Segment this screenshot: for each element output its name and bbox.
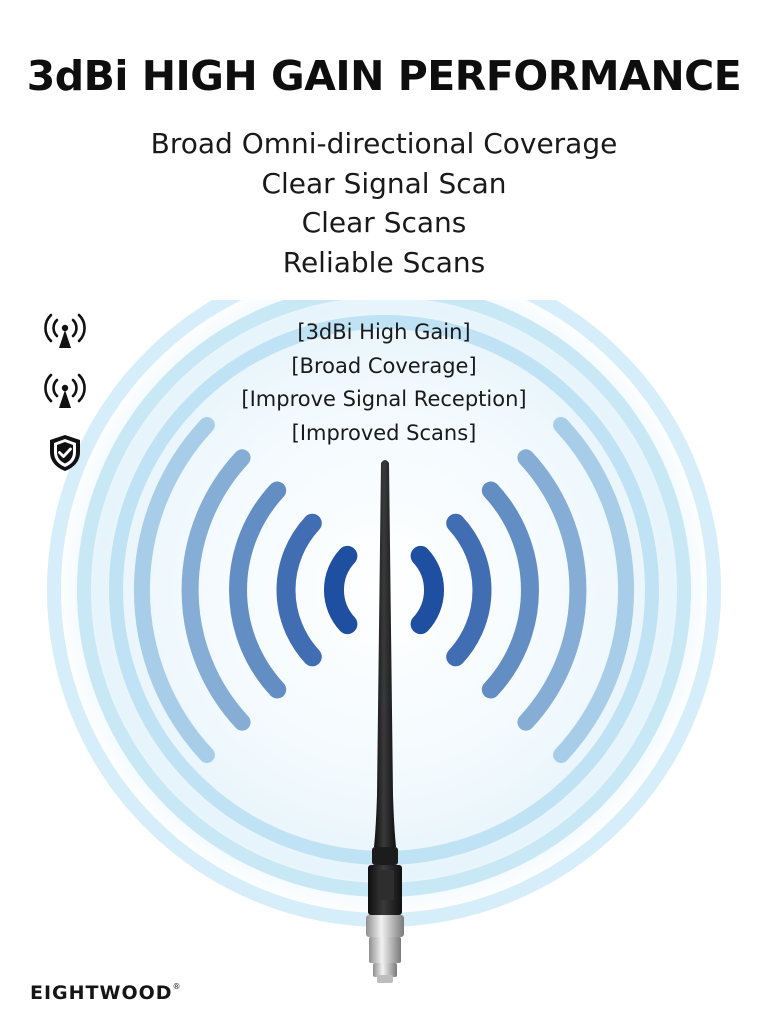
signal-arc-left [276,513,322,667]
registered-mark: ® [172,982,182,991]
feature-line: Reliable Scans [282,245,486,279]
signal-arc-right [553,417,634,763]
signal-arc-left [324,545,358,635]
signal-arc-right [481,481,539,699]
tag-line: [Broad Coverage] [291,353,477,378]
antenna-image [366,460,404,983]
signal-arc-left [181,449,251,731]
signal-arc-right [410,545,444,635]
signal-arc-left [229,481,287,699]
signal-arc-left [134,417,215,763]
tag-line: [Improve Signal Reception] [241,387,527,411]
antenna-signal-icon [44,313,86,348]
feature-line: Broad Omni-directional Coverage [150,127,618,160]
feature-list: Broad Omni-directional Coverage Clear Si… [0,124,768,282]
shield-check-icon [50,435,80,471]
signal-arc-right [517,449,587,731]
tag-line: [3dBi High Gain] [297,320,471,344]
tag-line: [Improved Scans] [291,420,477,445]
antenna-signal-icon [44,373,86,408]
feature-line: Clear Scans [301,206,467,239]
signal-arc-right [446,513,492,667]
headline: 3dBi HIGH GAIN PERFORMANCE [26,52,742,100]
tag-list: [3dBi High Gain] [Broad Coverage] [Impro… [0,316,768,450]
feature-line: Clear Signal Scan [261,166,507,200]
brand-name: EIGHTWOOD [30,982,173,1004]
brand-logo: EIGHTWOOD® [30,982,182,1004]
